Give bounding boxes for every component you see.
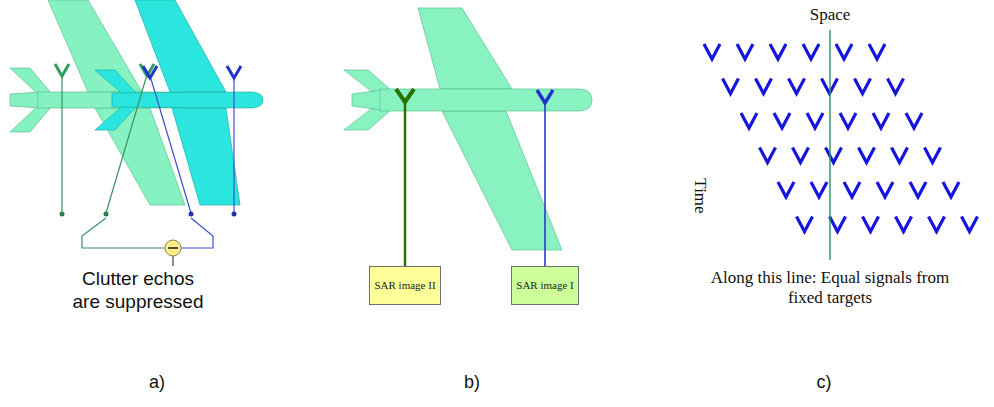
signal-dot (232, 212, 237, 217)
aircraft-tail (10, 92, 40, 108)
target-grid (704, 44, 978, 232)
antenna-symbol (830, 217, 846, 232)
antenna-symbol (859, 148, 875, 163)
antenna-symbol (737, 44, 753, 59)
antenna-symbol (943, 182, 959, 197)
signal-line (151, 79, 191, 213)
antenna-symbol (55, 64, 69, 76)
antenna-symbol (396, 89, 414, 102)
antenna-symbol (770, 44, 786, 59)
aircraft-tail (352, 90, 382, 110)
antenna-symbol (793, 148, 809, 163)
panel-label: a) (149, 372, 165, 394)
antenna-symbol (537, 90, 553, 103)
aircraft-wing (442, 111, 562, 250)
box-label: SAR image I (516, 279, 573, 293)
antenna-symbol (227, 66, 241, 78)
antenna-symbol (962, 217, 978, 232)
aircraft-fuselage (380, 89, 592, 111)
antenna-symbol (797, 217, 813, 232)
axis-label: Space (810, 5, 851, 25)
signal-dot (60, 212, 65, 217)
antenna-symbol (836, 44, 852, 59)
signal-dot (189, 212, 194, 217)
antenna-symbol (873, 113, 889, 128)
antenna-symbol (877, 182, 893, 197)
antenna-symbol (760, 148, 776, 163)
antenna-symbol (741, 113, 757, 128)
antenna-symbol (807, 113, 823, 128)
antenna-symbol (844, 182, 860, 197)
antenna-symbol (840, 113, 856, 128)
antenna-symbol (789, 79, 805, 94)
antenna-symbol (803, 44, 819, 59)
antenna-symbol (855, 79, 871, 94)
signal-dots (60, 212, 237, 217)
antenna-symbol (723, 79, 739, 94)
antenna-symbol (910, 182, 926, 197)
signal-line (544, 103, 546, 266)
signal-line (404, 102, 407, 266)
antenna-symbol (143, 66, 157, 78)
aircraft-tail (95, 104, 137, 130)
antenna-symbol (704, 44, 720, 59)
signal-line (233, 79, 234, 213)
antenna-symbol (892, 148, 908, 163)
image-box: SAR image II (369, 266, 440, 305)
signal-line (106, 78, 146, 213)
aircraft-tail (95, 70, 137, 96)
output-line (172, 256, 173, 266)
antenna-symbol (778, 182, 794, 197)
aircraft-wing (135, 0, 226, 92)
antenna-symbol (925, 148, 941, 163)
antenna-symbol (826, 148, 842, 163)
caption-note: Clutter echos are suppressed (68, 268, 208, 314)
antenna-symbol (869, 44, 885, 59)
image-box: SAR image I (511, 266, 578, 305)
antenna-symbol (863, 217, 879, 232)
aircraft-wing (418, 8, 512, 89)
antenna-signals (396, 89, 553, 266)
antenna-symbol (888, 79, 904, 94)
antenna-signals (55, 64, 241, 266)
panel-label: b) (464, 372, 480, 394)
bracket-line (181, 218, 213, 248)
antenna-symbol (811, 182, 827, 197)
annotation-note: Along this line: Equal signals from fixe… (710, 268, 950, 309)
signal-line (61, 77, 62, 213)
bracket-line (82, 218, 165, 248)
antenna-symbol (756, 79, 772, 94)
panel-label: c) (817, 372, 832, 394)
antenna-symbol (906, 113, 922, 128)
equal-signal-line (829, 30, 830, 260)
box-label: SAR image II (374, 279, 435, 293)
minus-sign (168, 247, 178, 249)
subtractor-circle (165, 240, 181, 256)
aircraft-wing (172, 108, 240, 205)
antenna-symbol (896, 217, 912, 232)
aircraft (344, 8, 592, 250)
subtractor-symbol (165, 240, 181, 256)
axis-label: Time (690, 178, 710, 213)
antenna-symbol (929, 217, 945, 232)
antenna-symbol (774, 113, 790, 128)
aircraft-fuselage (112, 92, 263, 108)
signal-dot (104, 212, 109, 217)
